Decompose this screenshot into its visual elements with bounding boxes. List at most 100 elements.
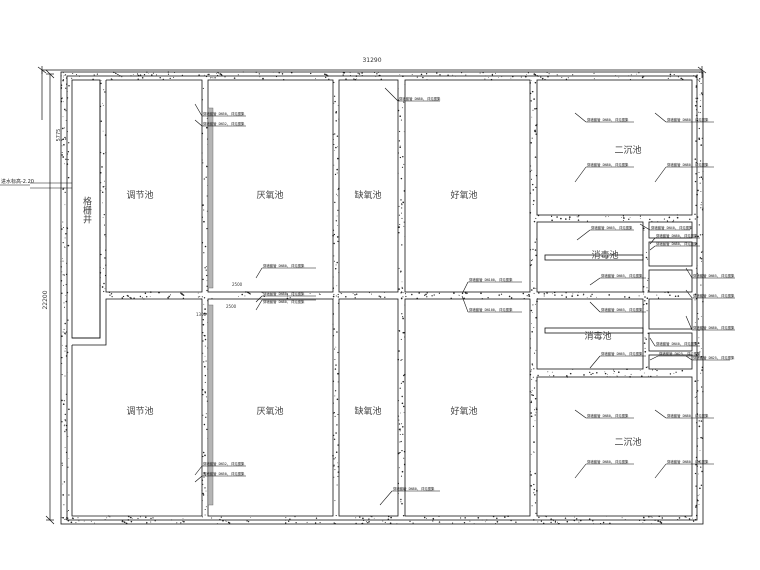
stipple-dot xyxy=(398,400,400,401)
stipple-dot xyxy=(182,520,184,522)
stipple-dot xyxy=(121,297,124,299)
pipe-note: 穿墙套管 DN80, 详见图集 xyxy=(656,241,698,246)
stipple-dot xyxy=(700,160,702,162)
stipple-dot xyxy=(358,73,361,75)
stipple-dot xyxy=(398,140,401,142)
label-equalization-top: 调节池 xyxy=(126,189,153,201)
stipple-dot xyxy=(398,267,400,269)
stipple-dot xyxy=(602,521,605,524)
stipple-dot xyxy=(565,218,567,220)
stipple-dot xyxy=(628,296,631,299)
stipple-dot xyxy=(400,501,402,503)
stipple-dot xyxy=(399,74,401,75)
stipple-dot xyxy=(699,351,701,353)
stipple-dot xyxy=(373,517,375,519)
stipple-dot xyxy=(334,415,336,417)
stipple-dot xyxy=(698,420,700,422)
stipple-dot xyxy=(211,517,213,519)
stipple-dot xyxy=(697,189,699,192)
stipple-dot xyxy=(530,142,532,144)
stipple-dot xyxy=(206,210,208,212)
stipple-dot xyxy=(96,73,98,75)
stipple-dot xyxy=(150,521,152,523)
stipple-dot xyxy=(646,287,648,289)
stipple-dot xyxy=(398,428,401,431)
pipe-note: 穿墙套管 DN80, 详见图集 xyxy=(263,299,305,304)
stipple-dot xyxy=(62,331,64,333)
stipple-dot xyxy=(531,183,534,186)
stipple-dot xyxy=(403,101,404,103)
stipple-dot xyxy=(556,216,558,218)
stipple-dot xyxy=(566,520,569,523)
stipple-dot xyxy=(148,72,150,74)
stipple-dot xyxy=(333,328,335,330)
stipple-dot xyxy=(401,287,404,289)
stipple-dot xyxy=(533,483,535,486)
stipple-dot xyxy=(295,522,297,524)
stipple-dot xyxy=(294,516,296,518)
stipple-dot xyxy=(233,77,236,79)
stipple-dot xyxy=(100,182,102,184)
stipple-dot xyxy=(537,521,539,523)
stipple-dot xyxy=(169,294,172,296)
stipple-dot xyxy=(403,221,405,223)
stipple-dot xyxy=(403,131,405,133)
stipple-dot xyxy=(651,516,653,518)
stipple-dot xyxy=(205,313,207,315)
stipple-dot xyxy=(141,297,143,299)
pipe-note: 穿墙套管 DN65, 详见图集 xyxy=(591,225,633,230)
stipple-dot xyxy=(220,73,223,76)
stipple-dot xyxy=(564,517,567,519)
stipple-dot xyxy=(64,246,65,248)
stipple-dot xyxy=(326,74,328,76)
stipple-dot xyxy=(139,516,141,518)
stipple-dot xyxy=(205,413,207,415)
stipple-dot xyxy=(100,80,102,81)
stipple-dot xyxy=(64,332,66,335)
stipple-dot xyxy=(574,516,575,518)
stipple-dot xyxy=(355,517,357,519)
stipple-dot xyxy=(149,296,151,297)
stipple-dot xyxy=(202,87,204,89)
stipple-dot xyxy=(334,173,337,176)
stipple-dot xyxy=(64,375,66,377)
stipple-dot xyxy=(332,295,335,298)
stipple-dot xyxy=(109,294,111,296)
stipple-dot xyxy=(63,227,64,228)
pipe-note: 穿墙套管 DN25, 详见图集 xyxy=(693,355,735,360)
stipple-dot xyxy=(182,518,184,519)
stipple-dot xyxy=(644,337,646,339)
pipe-note: 穿墙套管 DN80, 详见图集 xyxy=(667,162,709,167)
stipple-dot xyxy=(203,361,205,363)
stipple-dot xyxy=(371,293,372,295)
stipple-dot xyxy=(531,394,533,396)
stipple-dot xyxy=(68,85,70,87)
pipe-note: 穿墙套管 DN50, 详见图集 xyxy=(203,471,245,476)
stipple-dot xyxy=(567,77,569,79)
stipple-dot xyxy=(401,470,404,473)
stipple-dot xyxy=(572,74,574,76)
stipple-dot xyxy=(103,213,105,216)
stipple-dot xyxy=(341,293,343,295)
stipple-dot xyxy=(204,345,206,347)
stipple-dot xyxy=(167,297,169,299)
stipple-dot xyxy=(205,176,207,178)
pipe-note: 穿墙套管 DN65, 详见图集 xyxy=(601,307,643,312)
stipple-dot xyxy=(699,450,701,451)
stipple-dot xyxy=(461,72,463,74)
stipple-dot xyxy=(202,451,205,454)
stipple-dot xyxy=(491,74,494,76)
stipple-dot xyxy=(315,517,318,519)
stipple-dot xyxy=(106,517,108,519)
stipple-dot xyxy=(211,297,213,299)
stipple-dot xyxy=(531,289,533,291)
stipple-dot xyxy=(400,440,402,443)
stipple-dot xyxy=(63,74,65,76)
stipple-dot xyxy=(674,295,677,297)
stipple-dot xyxy=(701,470,703,473)
stipple-dot xyxy=(697,342,700,344)
stipple-dot xyxy=(402,292,404,294)
stipple-dot xyxy=(401,207,403,209)
stipple-dot xyxy=(700,466,702,468)
stipple-dot xyxy=(262,292,264,294)
